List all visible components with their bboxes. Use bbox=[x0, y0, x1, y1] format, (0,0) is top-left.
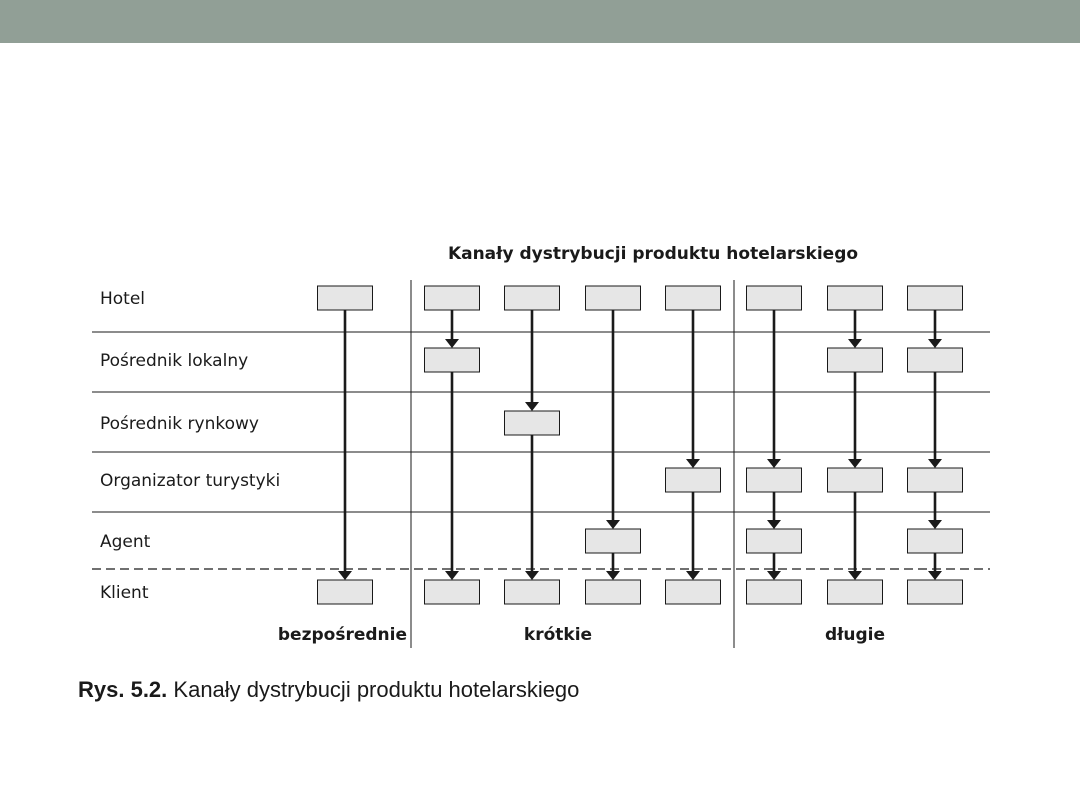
node-box-lokalny bbox=[907, 347, 963, 373]
arrow-head bbox=[928, 571, 942, 580]
group-label-1: bezpośrednie bbox=[278, 625, 407, 645]
arrow-head bbox=[445, 571, 459, 580]
arrow-head bbox=[928, 339, 942, 348]
row-label-hotel: Hotel bbox=[100, 289, 145, 309]
top-bar bbox=[0, 0, 1080, 43]
arrow-head bbox=[848, 571, 862, 580]
channel-8 bbox=[907, 285, 963, 605]
node-box-hotel bbox=[424, 285, 480, 311]
node-box-organizator bbox=[827, 467, 883, 493]
channel-7 bbox=[827, 285, 883, 605]
arrow-head bbox=[848, 339, 862, 348]
node-box-hotel bbox=[907, 285, 963, 311]
node-box-agent bbox=[907, 528, 963, 554]
arrow-head bbox=[928, 459, 942, 468]
node-box-hotel bbox=[827, 285, 883, 311]
node-box-organizator bbox=[907, 467, 963, 493]
channel-6 bbox=[746, 285, 802, 605]
node-box-hotel bbox=[665, 285, 721, 311]
row-label-rynkowy: Pośrednik rynkowy bbox=[100, 414, 259, 434]
node-box-agent bbox=[585, 528, 641, 554]
row-label-lokalny: Pośrednik lokalny bbox=[100, 351, 248, 371]
arrow-head bbox=[767, 520, 781, 529]
channels bbox=[317, 285, 963, 605]
row-label-agent: Agent bbox=[100, 532, 151, 552]
channel-3 bbox=[504, 285, 560, 605]
arrow-head bbox=[928, 520, 942, 529]
arrow-head bbox=[525, 402, 539, 411]
node-box-klient bbox=[665, 579, 721, 605]
channel-1 bbox=[317, 285, 373, 605]
arrow-head bbox=[848, 459, 862, 468]
arrow-head bbox=[767, 459, 781, 468]
arrow-head bbox=[686, 571, 700, 580]
channel-5 bbox=[665, 285, 721, 605]
grid-lines bbox=[92, 280, 990, 648]
node-box-klient bbox=[827, 579, 883, 605]
node-box-organizator bbox=[746, 467, 802, 493]
node-box-lokalny bbox=[424, 347, 480, 373]
node-box-hotel bbox=[317, 285, 373, 311]
node-box-klient bbox=[585, 579, 641, 605]
channel-4 bbox=[585, 285, 641, 605]
arrow-head bbox=[338, 571, 352, 580]
arrow-head bbox=[525, 571, 539, 580]
node-box-lokalny bbox=[827, 347, 883, 373]
diagram-title: Kanały dystrybucji produktu hotelarskieg… bbox=[448, 244, 858, 264]
node-box-rynkowy bbox=[504, 410, 560, 436]
row-label-organizator: Organizator turystyki bbox=[100, 471, 280, 491]
node-box-klient bbox=[907, 579, 963, 605]
figure-caption: Rys. 5.2. Kanały dystrybucji produktu ho… bbox=[78, 677, 579, 703]
caption-text: Kanały dystrybucji produktu hotelarskieg… bbox=[173, 677, 580, 702]
caption-number: Rys. 5.2. bbox=[78, 677, 168, 702]
node-box-hotel bbox=[746, 285, 802, 311]
arrow-head bbox=[767, 571, 781, 580]
node-box-klient bbox=[746, 579, 802, 605]
node-box-organizator bbox=[665, 467, 721, 493]
arrow-head bbox=[686, 459, 700, 468]
arrow-head bbox=[606, 520, 620, 529]
group-label-2: krótkie bbox=[524, 625, 592, 645]
group-labels: bezpośrednie krótkie długie bbox=[278, 625, 885, 645]
node-box-agent bbox=[746, 528, 802, 554]
node-box-klient bbox=[317, 579, 373, 605]
row-label-klient: Klient bbox=[100, 583, 149, 603]
group-label-3: długie bbox=[825, 625, 885, 645]
node-box-hotel bbox=[585, 285, 641, 311]
node-box-klient bbox=[504, 579, 560, 605]
channel-2 bbox=[424, 285, 480, 605]
node-box-klient bbox=[424, 579, 480, 605]
arrow-head bbox=[445, 339, 459, 348]
node-box-hotel bbox=[504, 285, 560, 311]
arrow-head bbox=[606, 571, 620, 580]
